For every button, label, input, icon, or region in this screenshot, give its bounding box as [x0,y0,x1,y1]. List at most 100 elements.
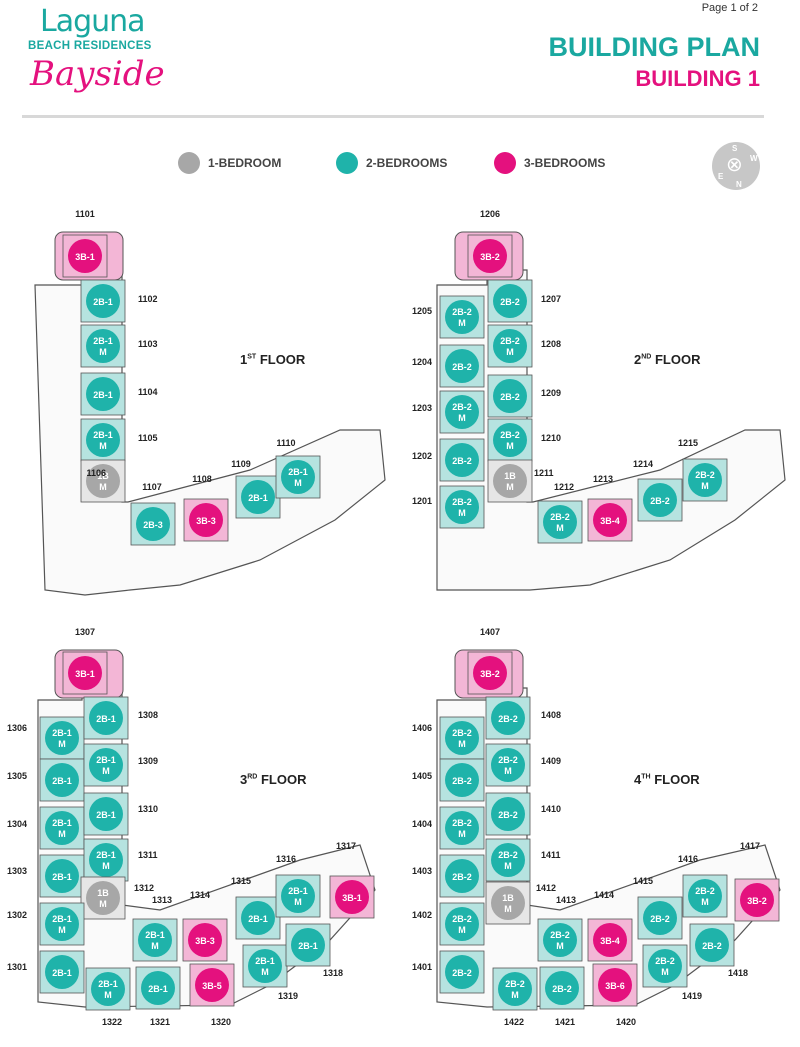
unit-type-dot [545,971,579,1005]
unit-type-label: M [104,990,112,1000]
unit-type-dot [598,968,632,1002]
unit-number-label: 1407 [480,627,500,637]
unit-number-label: 1314 [190,890,210,900]
unit-number-label: 1416 [678,854,698,864]
unit-type-dot [91,972,125,1006]
unit-type-dot [473,656,507,690]
unit-type-dot [643,901,677,935]
unit-type-dot [688,463,722,497]
unit-type-label: 2B-1 [96,850,116,860]
unit-type-dot [648,949,682,983]
unit-type-label: M [99,441,107,451]
unit-type-label: M [458,739,466,749]
unit-type-dot [248,949,282,983]
unit-type-label: 2B-2 [452,728,472,738]
unit-type-label: M [504,904,512,914]
unit-number-label: 1312 [134,883,154,893]
unit-type-label: M [458,413,466,423]
unit-number-label: 1414 [594,890,614,900]
unit-number-label: 1419 [682,991,702,1001]
unit-type-label: 2B-2 [550,512,570,522]
unit-number-label: 1309 [138,756,158,766]
unit-type-label: M [102,766,110,776]
unit-type-dot [688,879,722,913]
unit-number-label: 1411 [541,850,561,860]
unit-type-dot [86,377,120,411]
unit-type-label: 2B-2 [505,979,525,989]
unit-type-label: 2B-2 [452,968,472,978]
unit-number-label: 1303 [7,866,27,876]
unit-number-label: 1202 [412,451,432,461]
unit-number-label: 1403 [412,866,432,876]
unit-type-label: M [506,347,514,357]
unit-number-label: 1214 [633,459,653,469]
floor-label-2: 2ND FLOOR [634,352,701,367]
page-number: Page 1 of 2 [701,2,758,14]
unit-type-label: M [58,829,66,839]
unit-number-label: 1105 [138,433,158,443]
unit-number-label: 1108 [192,474,212,484]
compass-letter: E [718,172,724,181]
unit-type-label: M [556,941,564,951]
unit-type-dot [141,971,175,1005]
logo-laguna-text: Laguna [40,4,146,39]
legend-label: 2-BEDROOMS [366,156,448,170]
unit-type-label: 2B-2 [695,470,715,480]
legend-item-1-bedroom: 1-BEDROOM [178,152,281,174]
compass-icon: S W E N ⊗ [712,142,760,190]
unit-number-label: 1319 [278,991,298,1001]
unit-type-label: 2B-2 [498,810,518,820]
unit-type-dot [86,423,120,457]
unit-type-label: 2B-2 [650,914,670,924]
unit-type-label: 2B-1 [52,776,72,786]
unit-type-dot [491,797,525,831]
unit-type-dot [45,955,79,989]
unit-type-dot [445,859,479,893]
unit-type-label: 2B-1 [93,297,113,307]
unit-number-label: 1306 [7,723,27,733]
unit-type-label: M [661,967,669,977]
unit-type-dot [68,239,102,273]
unit-type-label: 2B-1 [52,968,72,978]
unit-number-label: 1101 [75,209,95,219]
unit-number-label: 1102 [138,294,158,304]
unit-type-label: M [504,861,512,871]
unit-number-label: 1107 [142,482,162,492]
unit-type-label: 2B-2 [655,956,675,966]
unit-type-dot [281,879,315,913]
unit-type-label: 2B-1 [96,810,116,820]
unit-type-dot [543,923,577,957]
unit-type-label: 3B-2 [480,252,500,262]
compass-letter: N [736,180,742,189]
unit-number-label: 1310 [138,804,158,814]
unit-type-label: 3B-2 [747,896,767,906]
unit-type-dot [89,843,123,877]
unit-type-dot [493,284,527,318]
floor-label-4: 4TH FLOOR [634,772,700,787]
unit-type-dot [45,811,79,845]
unit-number-label: 1204 [412,357,432,367]
header-divider [22,115,764,118]
unit-type-label: M [99,482,107,492]
unit-type-label: M [506,441,514,451]
unit-type-dot [493,379,527,413]
unit-type-label: M [294,897,302,907]
unit-number-label: 1410 [541,804,561,814]
unit-type-label: 2B-2 [452,818,472,828]
compass-cross-icon: ⊗ [726,154,743,176]
unit-number-label: 1304 [7,819,27,829]
unit-number-label: 1205 [412,306,432,316]
unit-type-label: 2B-2 [452,872,472,882]
unit-type-label: M [458,829,466,839]
unit-type-dot [241,901,275,935]
unit-number-label: 1408 [541,710,561,720]
unit-type-dot [593,503,627,537]
unit-type-dot [195,968,229,1002]
unit-type-label: M [294,478,302,488]
unit-number-label: 1318 [323,968,343,978]
unit-type-label: M [458,925,466,935]
unit-number-label: 1211 [534,468,554,478]
unit-type-label: M [506,482,514,492]
unit-number-label: 1409 [541,756,561,766]
